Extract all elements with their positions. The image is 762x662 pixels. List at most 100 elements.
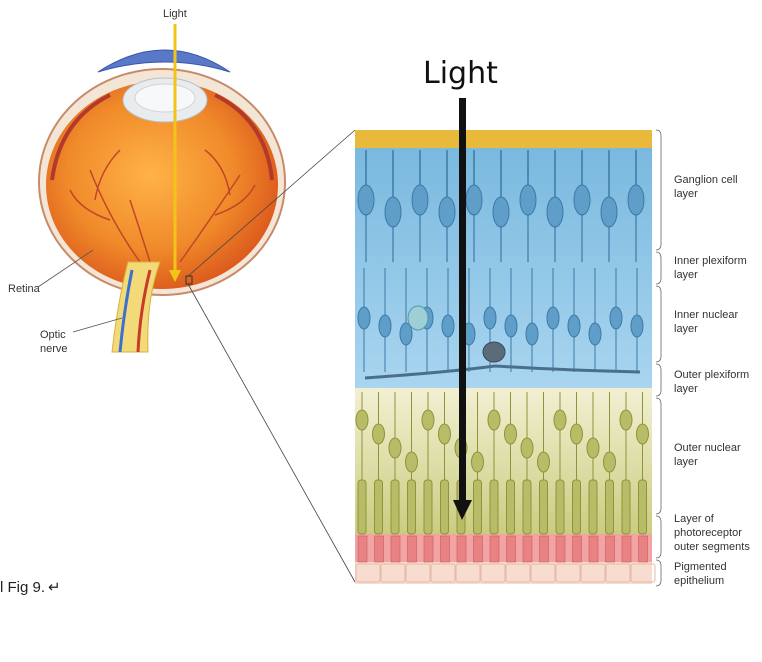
bipolar-cell bbox=[357, 306, 371, 330]
outer-segment bbox=[489, 535, 500, 563]
layer-label-ganglion: Ganglion cell layer bbox=[674, 174, 738, 200]
outer-segment bbox=[555, 535, 566, 563]
pigment-cell bbox=[605, 563, 631, 583]
photoreceptor-nucleus bbox=[504, 423, 517, 445]
outer-segment bbox=[473, 535, 483, 563]
photoreceptor-nucleus bbox=[520, 437, 534, 459]
photoreceptor-inner-segment bbox=[638, 479, 647, 535]
outer-segment bbox=[374, 535, 384, 563]
bipolar-cell bbox=[378, 314, 392, 338]
pigment-cell bbox=[555, 563, 581, 583]
bipolar-cell bbox=[399, 322, 413, 346]
outer-segment bbox=[456, 535, 467, 563]
pigment-cell bbox=[530, 563, 556, 583]
photoreceptor-inner-segment bbox=[390, 479, 400, 535]
photoreceptor-nucleus bbox=[570, 423, 583, 445]
cornea-lens bbox=[97, 49, 231, 123]
layer-label-inner-nuclear: Inner nuclear layer bbox=[674, 309, 739, 335]
zoom-line-top bbox=[186, 129, 356, 278]
outer-segment bbox=[621, 535, 632, 563]
photoreceptor-nucleus bbox=[487, 409, 501, 431]
pigment-cell bbox=[380, 563, 406, 583]
detail-light-arrow bbox=[453, 98, 472, 520]
outer-segment bbox=[390, 535, 401, 563]
layer-label-outer-segments: Layer of photoreceptor outer segments bbox=[674, 513, 750, 553]
photoreceptor-inner-segment bbox=[605, 479, 614, 535]
retina-label: Retina bbox=[8, 283, 40, 295]
bipolar-cell bbox=[567, 314, 581, 338]
bipolar-cell bbox=[546, 306, 560, 330]
photoreceptor-inner-segment bbox=[506, 479, 515, 535]
optic-nerve-pointer-line bbox=[72, 317, 123, 333]
zoom-line-bottom bbox=[187, 283, 356, 583]
outer-segment bbox=[522, 535, 533, 563]
pigment-cell bbox=[430, 563, 456, 583]
photoreceptor-inner-segment bbox=[539, 479, 548, 535]
ganglion-cell bbox=[438, 196, 456, 228]
ganglion-cell bbox=[384, 196, 402, 228]
photoreceptor-nucleus bbox=[372, 423, 385, 445]
ganglion-cell bbox=[546, 196, 564, 228]
outer-segment bbox=[357, 535, 368, 563]
photoreceptor-inner-segment bbox=[473, 479, 482, 535]
ganglion-cell bbox=[357, 184, 375, 216]
photoreceptor-nucleus bbox=[438, 423, 451, 445]
bipolar-cell bbox=[525, 322, 539, 346]
photoreceptor-nucleus bbox=[471, 451, 484, 473]
photoreceptor-nucleus bbox=[355, 409, 369, 431]
outer-segment bbox=[572, 535, 582, 563]
bipolar-cell bbox=[630, 314, 644, 338]
pigment-cell bbox=[480, 563, 506, 583]
outer-segment bbox=[605, 535, 615, 563]
photoreceptor-nucleus bbox=[636, 423, 649, 445]
layer-label-inner-plexiform: Inner plexiform layer bbox=[674, 255, 747, 281]
layer-brackets bbox=[655, 129, 662, 587]
outer-segment bbox=[539, 535, 549, 563]
pigment-cell bbox=[355, 563, 381, 583]
bipolar-cell bbox=[609, 306, 623, 330]
pigment-cells bbox=[355, 563, 656, 583]
ganglion-cell bbox=[573, 184, 591, 216]
photoreceptor-nucleus bbox=[405, 451, 418, 473]
pigment-cell bbox=[405, 563, 431, 583]
ganglion-cell bbox=[411, 184, 429, 216]
detail-light-label: Light bbox=[423, 56, 498, 91]
photoreceptor-inner-segment bbox=[588, 479, 598, 535]
ganglion-cell bbox=[519, 184, 537, 216]
bipolar-cell bbox=[504, 314, 518, 338]
photoreceptor-inner-segment bbox=[423, 479, 433, 535]
optic-nerve-label: Optic nerve bbox=[40, 329, 68, 355]
bipolar-cell bbox=[483, 306, 497, 330]
photoreceptor-inner-segment bbox=[572, 479, 581, 535]
photoreceptor-nucleus bbox=[619, 409, 633, 431]
retina-pointer-line bbox=[37, 249, 94, 288]
eye-light-arrow bbox=[169, 24, 181, 282]
horizontal-cell bbox=[482, 341, 506, 363]
outer-segments bbox=[357, 535, 648, 563]
outer-segment bbox=[407, 535, 417, 563]
layer-label-outer-plexiform: Outer plexiform layer bbox=[674, 369, 750, 395]
photoreceptor-nucleus bbox=[553, 409, 567, 431]
photoreceptor-nucleus bbox=[586, 437, 600, 459]
bipolar-cell bbox=[588, 322, 602, 346]
bipolar-cell bbox=[441, 314, 455, 338]
eyeball bbox=[38, 68, 286, 296]
photoreceptor-inner-segment bbox=[522, 479, 532, 535]
outer-plexiform-fibre bbox=[364, 364, 641, 380]
pigment-cell bbox=[505, 563, 531, 583]
photoreceptor-inner-segment bbox=[374, 479, 383, 535]
outer-segment bbox=[506, 535, 516, 563]
layer-label-pigmented: Pigmented epithelium bbox=[674, 561, 727, 587]
photoreceptor-inner-segment bbox=[489, 479, 499, 535]
ganglion-cells bbox=[357, 150, 645, 262]
outer-segment bbox=[440, 535, 450, 563]
photoreceptor-inner-segment bbox=[407, 479, 416, 535]
inner-nuclear-cells bbox=[357, 268, 644, 372]
photoreceptor-inner-segment bbox=[621, 479, 631, 535]
photoreceptor-nucleus bbox=[603, 451, 616, 473]
pigment-cell bbox=[630, 563, 656, 583]
photoreceptor-inner-segment bbox=[555, 479, 565, 535]
ganglion-cell bbox=[627, 184, 645, 216]
layer-label-outer-nuclear: Outer nuclear layer bbox=[674, 442, 741, 468]
